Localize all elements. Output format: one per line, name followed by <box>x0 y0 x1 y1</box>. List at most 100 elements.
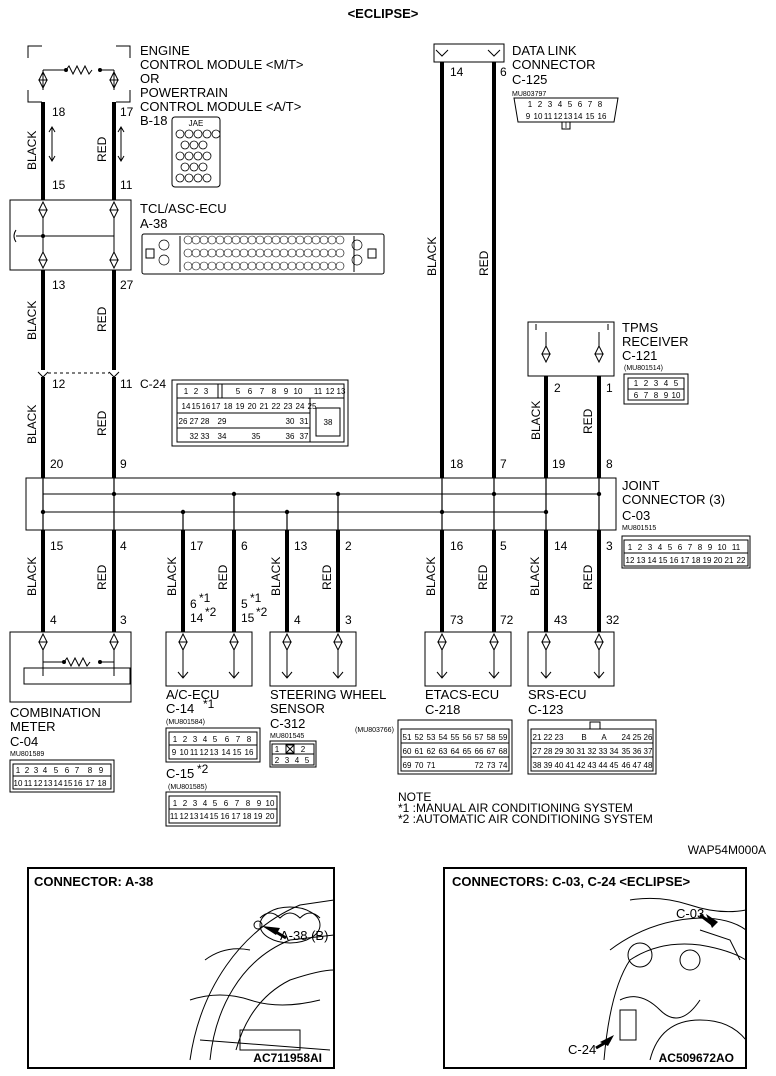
dlc-code: C-125 <box>512 72 547 87</box>
pin-etacs-left: 73 <box>450 613 464 627</box>
dlc-part-number: MU803797 <box>512 91 546 98</box>
svg-text:12: 12 <box>200 748 209 757</box>
dashboard-illustration <box>603 897 747 1061</box>
svg-text:11: 11 <box>170 812 179 821</box>
pin-jb-9: 14 <box>554 539 568 553</box>
note-line-1: *1 :MANUAL AIR CONDITIONING SYSTEM <box>398 801 633 815</box>
svg-text:26: 26 <box>644 733 653 742</box>
wire-color-black: BLACK <box>528 557 542 596</box>
ac-ecu-label: A/C-ECU <box>166 687 219 702</box>
pin-jb-1: 15 <box>50 539 64 553</box>
svg-text:12: 12 <box>180 812 189 821</box>
svg-text:35: 35 <box>622 747 631 756</box>
svg-text:26: 26 <box>179 417 188 426</box>
pin-jb-4: 6 <box>241 539 248 553</box>
pin-tpms-left: 2 <box>554 381 561 395</box>
pin-jb-6: 2 <box>345 539 352 553</box>
pin-tcl-top-right: 11 <box>120 178 133 192</box>
svg-text:37: 37 <box>300 432 309 441</box>
tpms-part-number: (MU801514) <box>624 365 663 372</box>
svg-text:22: 22 <box>737 556 746 565</box>
svg-text:7: 7 <box>644 391 649 400</box>
svg-text:56: 56 <box>463 733 472 742</box>
panel-right-callout-c03: C-03 <box>676 906 704 921</box>
svg-text:10: 10 <box>180 748 189 757</box>
wire-color-red: RED <box>216 564 230 590</box>
pin-jc-a: 20 <box>50 457 64 471</box>
joint-part-number: MU801515 <box>622 525 656 532</box>
joint-label-2: CONNECTOR (3) <box>622 492 725 507</box>
svg-text:46: 46 <box>622 761 631 770</box>
svg-text:64: 64 <box>451 747 460 756</box>
combination-meter-box <box>9 631 132 703</box>
pin-srs-left: 43 <box>554 613 568 627</box>
svg-text:14: 14 <box>182 402 191 411</box>
pin-jb-2: 4 <box>120 539 127 553</box>
svg-text:32: 32 <box>588 747 597 756</box>
svg-text:25: 25 <box>308 402 317 411</box>
dlc-label-2: CONNECTOR <box>512 57 596 72</box>
wire-color-red: RED <box>581 408 595 434</box>
svg-text:6: 6 <box>65 766 70 775</box>
svg-text:14: 14 <box>574 112 583 121</box>
svg-text:31: 31 <box>577 747 586 756</box>
tpms-symbols <box>535 324 609 364</box>
panel-right-callout-c24: C-24 <box>568 1042 596 1057</box>
svg-text:3: 3 <box>193 735 198 744</box>
svg-text:9: 9 <box>708 543 713 552</box>
pin-tcl-bottom-left: 13 <box>52 278 66 292</box>
steer-label-2: SENSOR <box>270 701 325 716</box>
svg-text:19: 19 <box>254 812 263 821</box>
connector-c03-c24-panel <box>443 867 747 1069</box>
tcl-symbols <box>13 200 119 270</box>
svg-text:43: 43 <box>588 761 597 770</box>
joint-bottom-wires <box>41 530 601 632</box>
svg-text:70: 70 <box>415 761 424 770</box>
svg-text:38: 38 <box>533 761 542 770</box>
wire-color-red: RED <box>476 564 490 590</box>
svg-text:15: 15 <box>233 748 242 757</box>
svg-text:69: 69 <box>403 761 412 770</box>
svg-text:19: 19 <box>703 556 712 565</box>
svg-text:6: 6 <box>225 735 230 744</box>
svg-text:10: 10 <box>534 112 543 121</box>
svg-text:54: 54 <box>439 733 448 742</box>
ecm-code: B-18 <box>140 113 167 128</box>
pin-c24-right: 11 <box>120 377 133 391</box>
svg-text:13: 13 <box>210 748 219 757</box>
svg-text:11: 11 <box>544 112 553 121</box>
svg-text:6: 6 <box>634 391 639 400</box>
wire-color-red: RED <box>477 250 491 276</box>
svg-text:25: 25 <box>633 733 642 742</box>
svg-text:7: 7 <box>588 100 593 109</box>
ecm-label-4: POWERTRAIN <box>140 85 228 100</box>
svg-text:1: 1 <box>528 100 533 109</box>
svg-text:11: 11 <box>190 748 199 757</box>
pin-jc-d: 7 <box>500 457 507 471</box>
svg-text:2: 2 <box>638 543 643 552</box>
joint-connector-box <box>25 477 617 531</box>
svg-text:4: 4 <box>664 379 669 388</box>
svg-text:10: 10 <box>14 779 23 788</box>
svg-text:53: 53 <box>427 733 436 742</box>
panel-left-figure-code: AC711958AI <box>253 1051 322 1065</box>
svg-text:30: 30 <box>566 747 575 756</box>
steer-part-number: MU801545 <box>270 733 304 740</box>
wire-color-red: RED <box>95 564 109 590</box>
svg-text:10: 10 <box>294 387 303 396</box>
panel-left-title: CONNECTOR: A-38 <box>34 874 153 889</box>
ecm-connector-face: JAE <box>171 116 221 188</box>
pin-combo-right: 3 <box>120 613 127 627</box>
svg-text:15: 15 <box>64 779 73 788</box>
svg-text:5: 5 <box>568 100 573 109</box>
svg-text:4: 4 <box>203 799 208 808</box>
pin-jc-b: 9 <box>120 457 127 471</box>
svg-text:15: 15 <box>192 402 201 411</box>
svg-text:10: 10 <box>718 543 727 552</box>
svg-text:7: 7 <box>75 766 80 775</box>
joint-label-1: JOINT <box>622 478 660 493</box>
pin-ac-left-2: 14 <box>190 611 204 625</box>
